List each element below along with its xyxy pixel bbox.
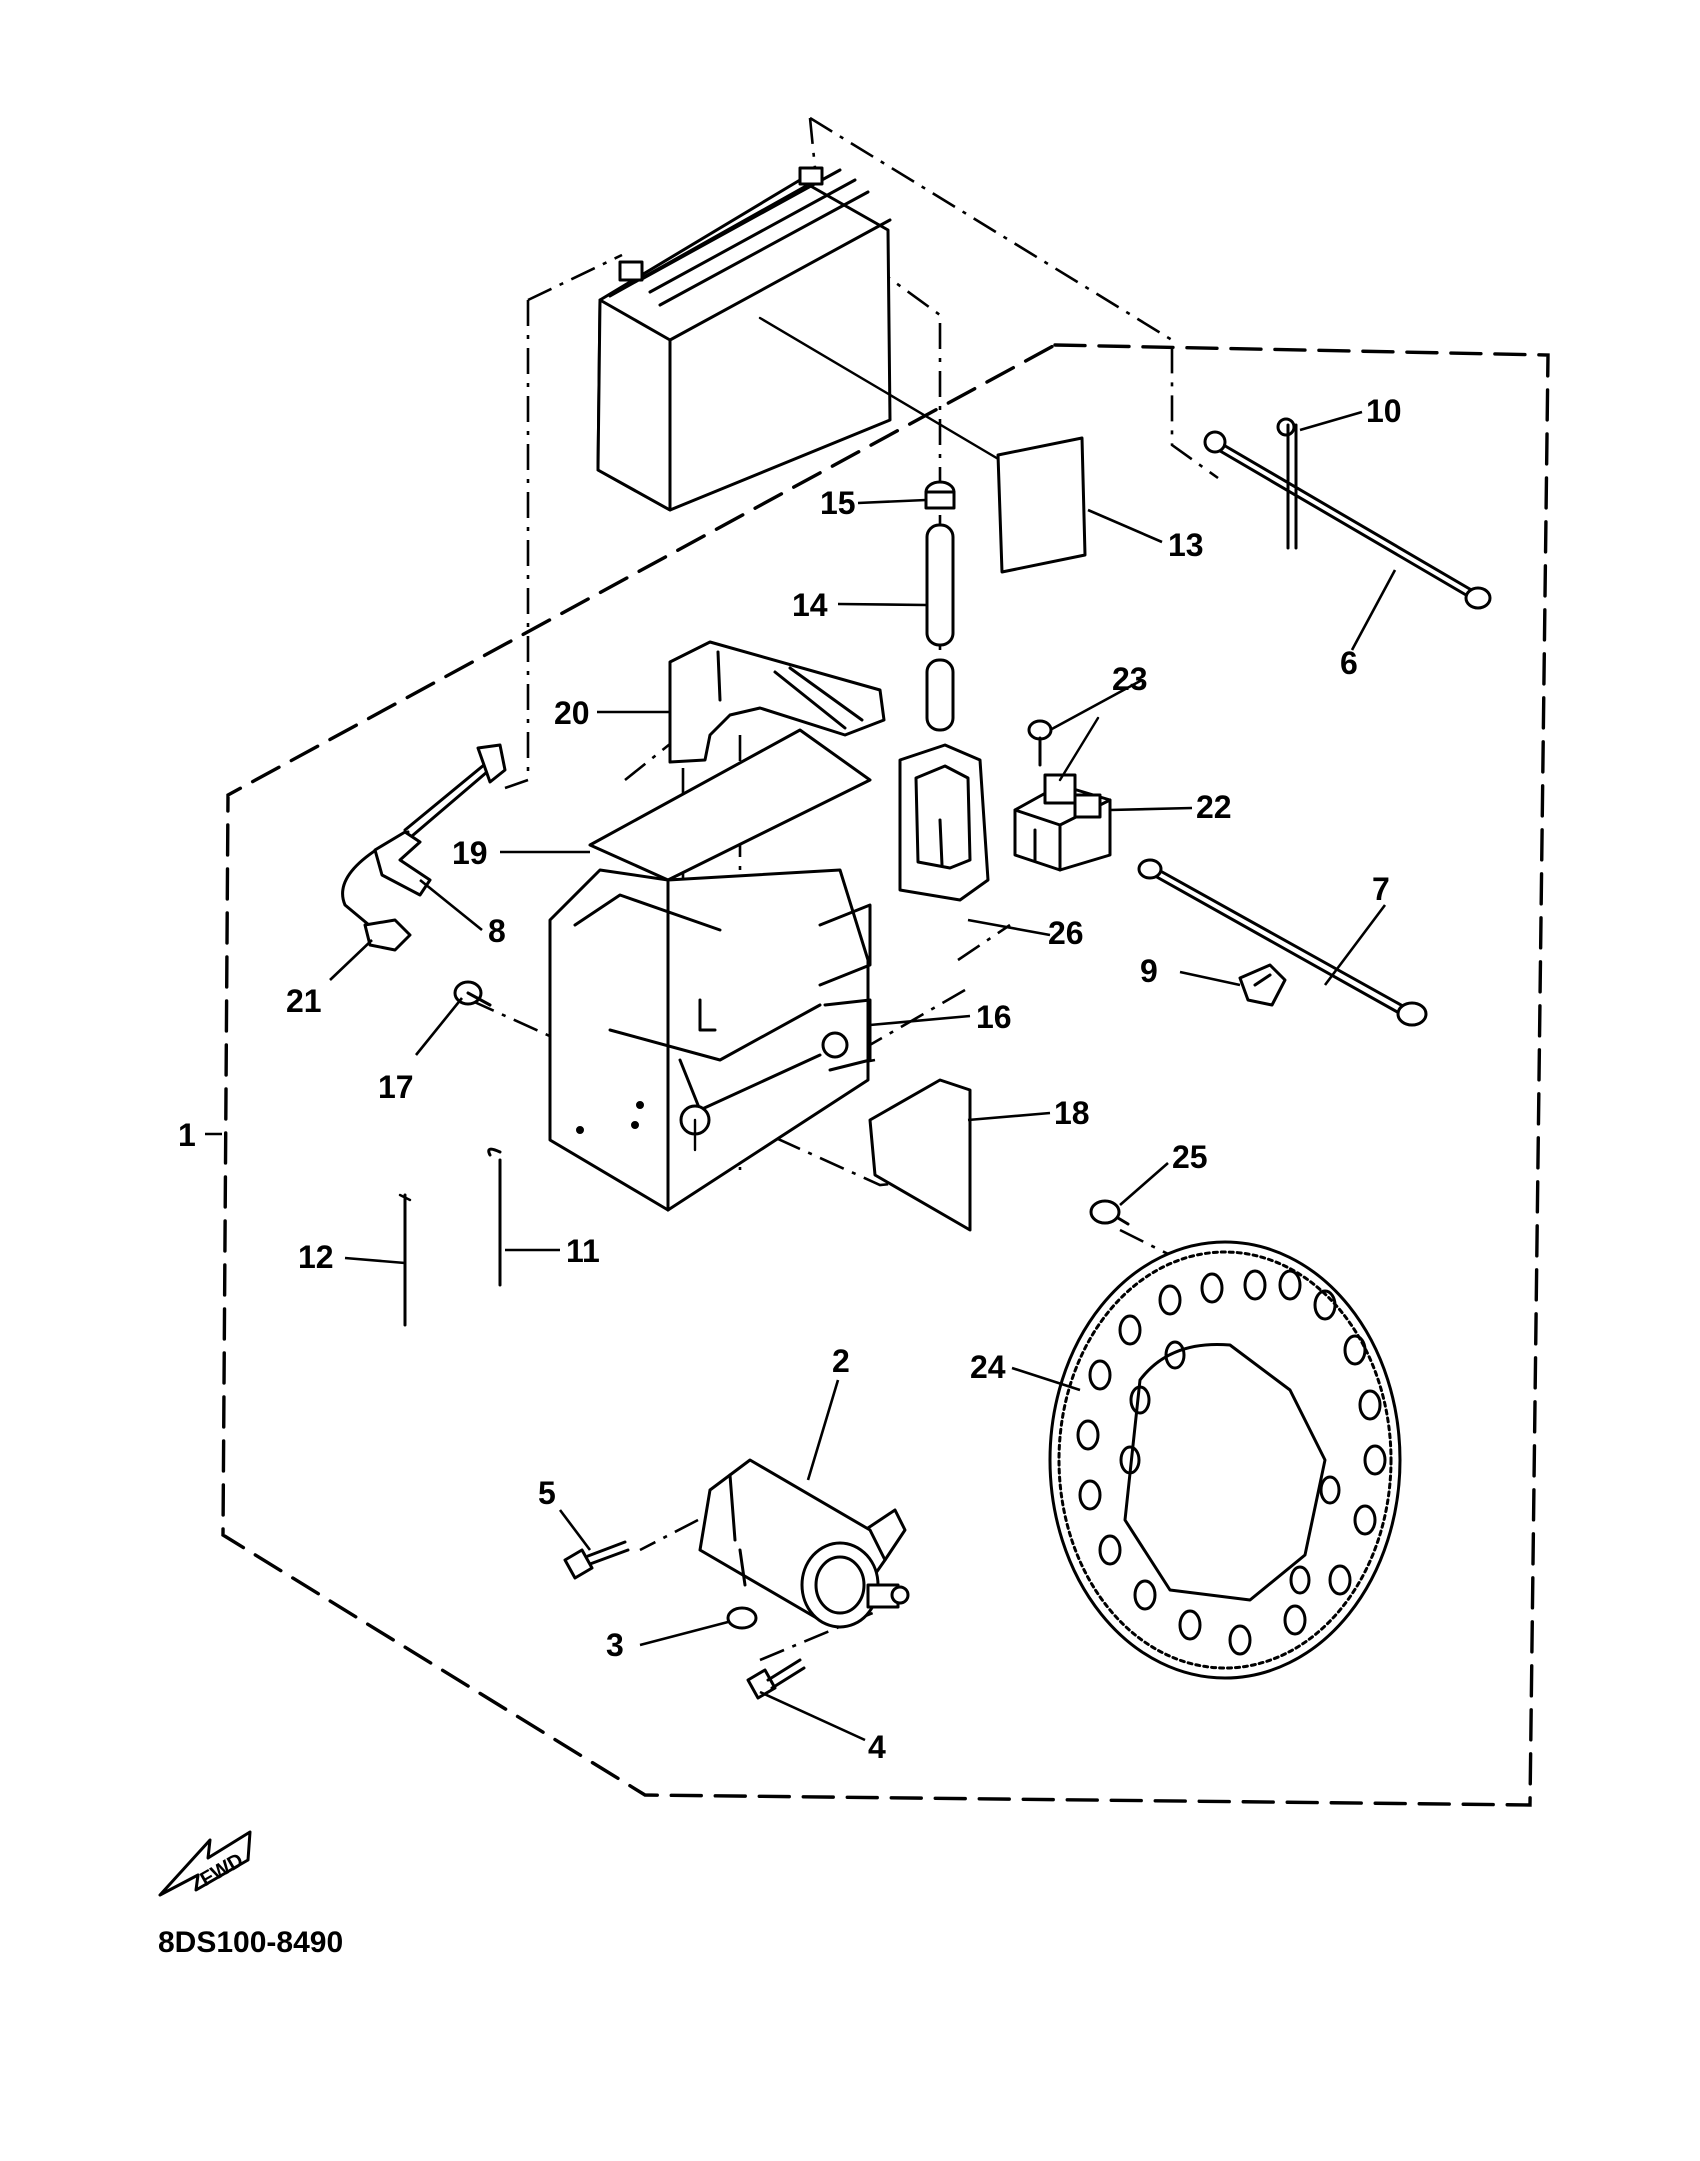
- callout-7: 7: [1372, 871, 1390, 907]
- callout-4: 4: [868, 1729, 886, 1765]
- hose-14-15: [924, 480, 956, 732]
- callout-22: 22: [1196, 789, 1232, 825]
- part-code: 8DS100-8490: [158, 1926, 343, 1959]
- callout-21: 21: [286, 983, 322, 1019]
- band-11: [487, 1147, 502, 1287]
- panel-18: [868, 1078, 972, 1232]
- cable-6-band-10: [1203, 417, 1492, 610]
- bracket-8: [373, 830, 432, 897]
- battery-box-16: [548, 868, 872, 1212]
- strap-20: [668, 640, 886, 764]
- bolt-4: [746, 1658, 806, 1700]
- callout-8: 8: [488, 913, 506, 949]
- callout-3: 3: [606, 1627, 624, 1663]
- callout-26: 26: [1048, 915, 1084, 951]
- callout-5: 5: [538, 1475, 556, 1511]
- callout-11: 11: [566, 1233, 600, 1269]
- assembly-outline: [221, 343, 1550, 1807]
- band-12: [398, 1193, 412, 1327]
- callout-10: 10: [1366, 393, 1402, 429]
- callout-16: 16: [976, 999, 1012, 1035]
- callout-15: 15: [820, 485, 856, 521]
- callout-20: 20: [554, 695, 590, 731]
- bolt-5: [563, 1540, 630, 1580]
- fwd-arrow: FWD: [158, 1830, 252, 1897]
- bolt-25: [1089, 1199, 1130, 1226]
- callout-19: 19: [452, 835, 488, 871]
- rotor-holes: [1076, 1269, 1387, 1656]
- callout-13: 13: [1168, 527, 1204, 563]
- cable-7: [1137, 858, 1428, 1027]
- leader-lines: [205, 410, 1397, 1742]
- callout-1: 1: [178, 1117, 196, 1153]
- clamp-9: [1238, 963, 1287, 1007]
- callout-2: 2: [832, 1343, 850, 1379]
- relay-22: [1013, 773, 1112, 872]
- cover-13: [996, 436, 1087, 574]
- holder-26: [898, 743, 990, 902]
- callout-17: 17: [378, 1069, 414, 1105]
- rotor-24: [1048, 1240, 1402, 1680]
- callout-24: 24: [970, 1349, 1006, 1385]
- bolt-23: [1027, 716, 1100, 782]
- callout-6: 6: [1340, 645, 1358, 681]
- callout-14: 14: [792, 587, 828, 623]
- callout-23: 23: [1112, 661, 1148, 697]
- callouts: 1 2 3 4 5 6 7 8 9 10 11 12 13 14 15 16 1…: [178, 393, 1402, 1765]
- pad-19: [588, 728, 872, 882]
- callout-9: 9: [1140, 953, 1158, 989]
- starter-motor-2: [698, 1458, 910, 1629]
- callout-12: 12: [298, 1239, 334, 1275]
- battery: [596, 166, 1002, 512]
- washer-3: [726, 1606, 758, 1630]
- callout-25: 25: [1172, 1139, 1208, 1175]
- callout-18: 18: [1054, 1095, 1090, 1131]
